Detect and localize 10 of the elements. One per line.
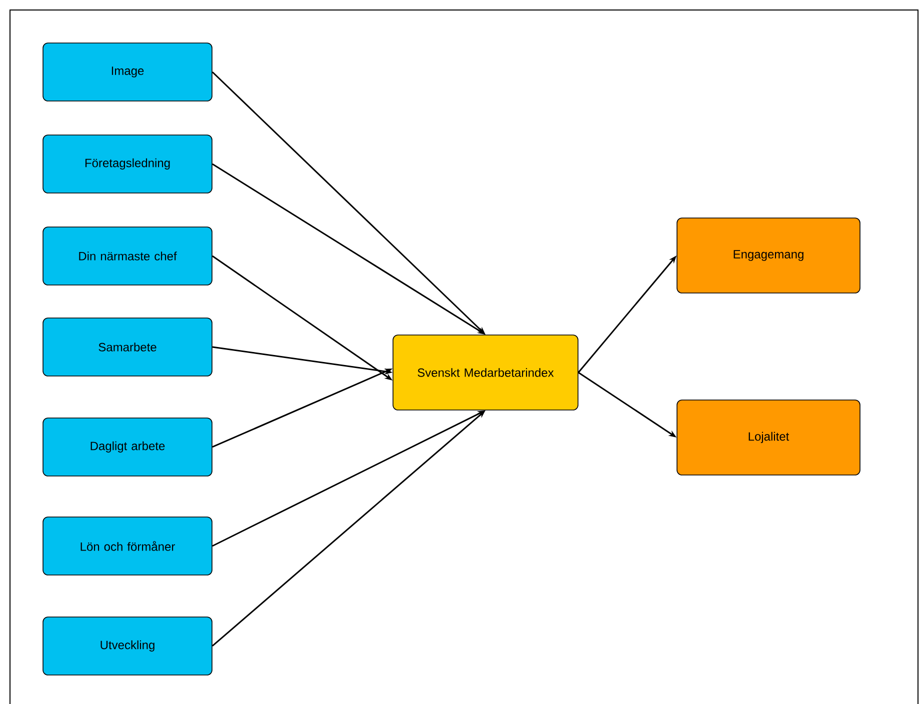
factor-box: Företagsledning <box>42 134 212 194</box>
factor-box: Samarbete <box>42 318 212 376</box>
outcome-box: Engagemang <box>676 218 860 294</box>
outcome-box: Lojalitet <box>676 400 860 476</box>
factor-box: Image <box>42 42 212 102</box>
factor-box: Dagligt arbete <box>42 418 212 476</box>
factor-box: Utveckling <box>42 616 212 676</box>
factor-box: Din närmaste chef <box>42 226 212 286</box>
factor-box: Lön och förmåner <box>42 516 212 576</box>
index-box: Svenskt Medarbetarindex <box>392 334 578 410</box>
